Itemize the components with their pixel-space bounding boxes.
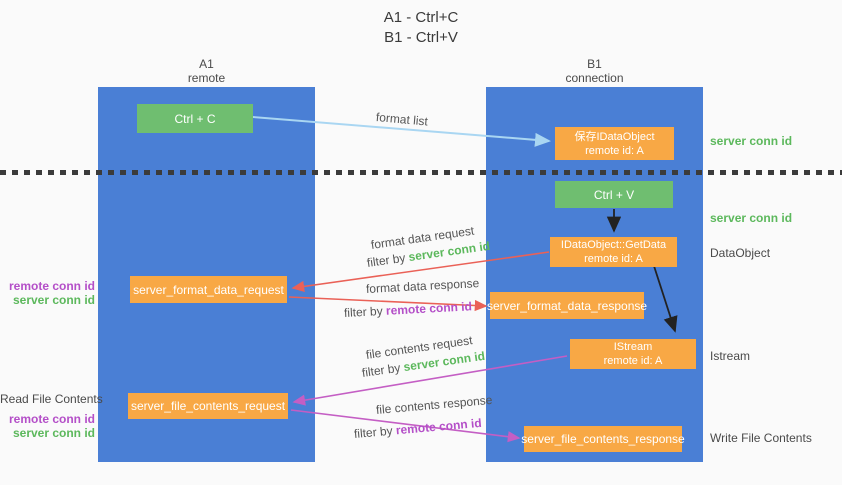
lane-a1-role: remote bbox=[187, 71, 226, 85]
left-server-conn-id-2: server conn id bbox=[12, 426, 95, 440]
right-server-conn-id-1: server conn id bbox=[710, 134, 793, 148]
lane-b1-role: connection bbox=[565, 71, 624, 85]
istream-box: IStream remote id: A bbox=[570, 339, 696, 369]
left-remote-conn-id-2: remote conn id bbox=[8, 412, 95, 426]
write-file-contents-label: Write File Contents bbox=[710, 431, 812, 445]
format-list-arrow bbox=[252, 116, 551, 147]
istream-line2: remote id: A bbox=[603, 355, 663, 367]
server-format-data-response-label: server_format_data_response bbox=[486, 298, 648, 313]
ctrl-v-label: Ctrl + V bbox=[593, 187, 635, 202]
server-file-contents-request-box: server_file_contents_request bbox=[128, 393, 288, 419]
ctrl-c-label: Ctrl + C bbox=[174, 111, 216, 126]
save-dataobject-line2: remote id: A bbox=[585, 144, 644, 157]
save-dataobject-line1: 保存IDataObject bbox=[574, 130, 655, 143]
server-format-data-request-box: server_format_data_request bbox=[130, 276, 287, 303]
file-contents-request-arrow bbox=[292, 355, 568, 406]
getdata-line2: remote id: A bbox=[584, 253, 643, 265]
getdata-to-istream-arrow bbox=[653, 265, 678, 333]
lane-a1-name: A1 bbox=[199, 57, 214, 71]
title-line-1: A1 - Ctrl+C bbox=[383, 9, 459, 26]
diagram-title: A1 - Ctrl+C B1 - Ctrl+V bbox=[0, 8, 842, 48]
right-server-conn-id-2: server conn id bbox=[710, 211, 793, 225]
file-contents-response-arrow bbox=[290, 409, 521, 443]
istream-line1: IStream bbox=[613, 341, 653, 353]
format-data-request-arrow bbox=[291, 251, 550, 292]
lane-header-a1: A1 remote bbox=[98, 57, 315, 85]
format-data-response-arrow bbox=[288, 296, 488, 312]
server-file-contents-request-label: server_file_contents_request bbox=[130, 399, 286, 413]
istream-label: Istream bbox=[710, 349, 751, 363]
title-line-2: B1 - Ctrl+V bbox=[384, 29, 458, 46]
left-remote-conn-id-1: remote conn id bbox=[8, 279, 95, 293]
server-file-contents-response-label: server_file_contents_response bbox=[521, 432, 685, 446]
getdata-line1: IDataObject::GetData bbox=[560, 239, 667, 251]
ctrl-v-box: Ctrl + V bbox=[555, 181, 673, 208]
lane-b1-name: B1 bbox=[587, 57, 602, 71]
dataobject-label: DataObject bbox=[710, 246, 771, 260]
read-file-contents-label: Read File Contents bbox=[0, 392, 103, 406]
save-dataobject-box: 保存IDataObject remote id: A bbox=[555, 127, 674, 160]
filter-by-text: filter by bbox=[343, 303, 384, 320]
left-server-conn-id-1: server conn id bbox=[12, 293, 95, 307]
getdata-box: IDataObject::GetData remote id: A bbox=[550, 237, 677, 267]
ctrl-c-box: Ctrl + C bbox=[137, 104, 253, 133]
server-format-data-request-label: server_format_data_request bbox=[133, 282, 284, 297]
lane-header-b1: B1 connection bbox=[486, 57, 703, 85]
server-format-data-response-box: server_format_data_response bbox=[486, 292, 648, 319]
server-file-contents-response-box: server_file_contents_response bbox=[521, 426, 685, 452]
